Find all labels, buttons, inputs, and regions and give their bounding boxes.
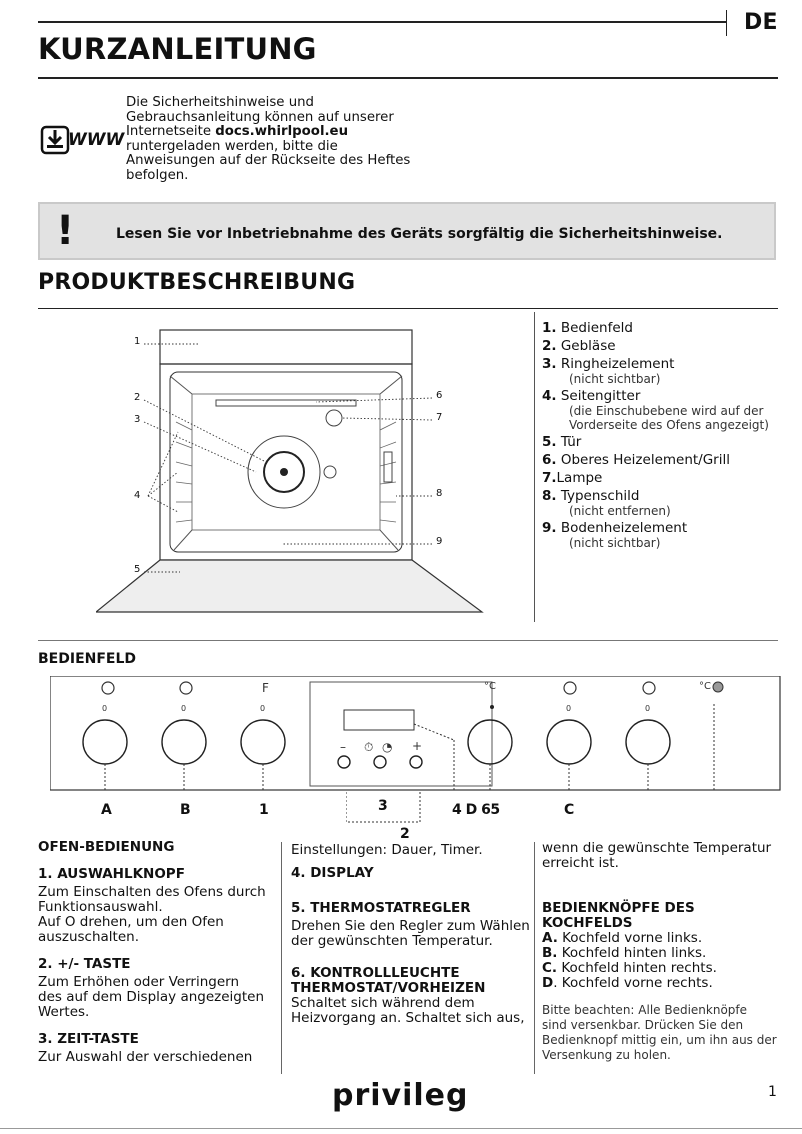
- callout-4: 4: [134, 490, 141, 501]
- brand-logo: privileg: [332, 1078, 469, 1113]
- zero-mark: 0: [566, 704, 572, 713]
- product-rule: [38, 308, 778, 309]
- docs-link[interactable]: docs.whirlpool.eu: [215, 124, 349, 140]
- control-panel-diagram: F °C °C – ⏱ ◔ + 0 0 0 0 0: [49, 675, 781, 802]
- language-badge: DE: [744, 10, 778, 35]
- bottom-rule: [0, 1128, 802, 1129]
- warning-text: Lesen Sie vor Inbetriebnahme des Geräts …: [116, 226, 723, 242]
- callout-1: 1: [134, 336, 141, 347]
- top-rule: [38, 21, 726, 23]
- legend-item: 9. Bodenheizelement(nicht sichtbar): [542, 520, 688, 550]
- temperature-symbol: °C: [484, 681, 496, 692]
- legend-item: 2. Gebläse: [542, 338, 616, 354]
- function-symbol: F: [262, 681, 269, 695]
- timer-icon: ◔: [382, 740, 393, 754]
- www-label: WWW: [68, 130, 125, 150]
- legend-item: 4. Seitengitter(die Einschubebene wird a…: [542, 388, 769, 432]
- intro-text: Die Sicherheitshinweise und Gebrauchsanl…: [126, 95, 411, 183]
- zero-mark: 0: [181, 704, 187, 713]
- component-legend: 1. Bedienfeld 2. Gebläse 3. Ringheizelem…: [542, 320, 792, 552]
- callout-9: 9: [436, 536, 443, 547]
- temperature-lamp-symbol: °C: [699, 681, 711, 692]
- page-number: 1: [768, 1084, 777, 1100]
- retractable-knobs-note: Bitte beachten: Alle Bedienknöpfe sind v…: [542, 1003, 777, 1062]
- zero-mark: 0: [260, 704, 266, 713]
- callout-7: 7: [436, 412, 443, 423]
- column-divider: [534, 842, 535, 1074]
- callout-6: 6: [436, 390, 443, 401]
- section-title-product: PRODUKTBESCHREIBUNG: [38, 270, 356, 295]
- legend-item: 5. Tür: [542, 434, 582, 450]
- callout-2: 2: [134, 392, 141, 403]
- legend-item: 7.Lampe: [542, 470, 603, 486]
- legend-item: 1. Bedienfeld: [542, 320, 633, 336]
- column-display-thermostat: Einstellungen: Dauer, Timer. 4. DISPLAY …: [291, 842, 530, 1026]
- legend-item: 6. Oberes Heizelement/Grill: [542, 452, 730, 468]
- callout-8: 8: [436, 488, 443, 499]
- zero-mark: 0: [645, 704, 651, 713]
- minus-icon: –: [340, 740, 346, 754]
- callout-5: 5: [134, 564, 141, 575]
- page-title: KURZANLEITUNG: [38, 32, 317, 66]
- label-3: 3: [378, 798, 388, 814]
- product-divider: [534, 312, 535, 622]
- column-divider: [281, 842, 282, 1074]
- label-1: 1: [259, 802, 269, 818]
- badge-divider: [726, 10, 727, 36]
- label-b: B: [180, 802, 191, 818]
- safety-warning-box: ! Lesen Sie vor Inbetriebnahme des Gerät…: [38, 202, 776, 260]
- column-oven-controls: OFEN-BEDIENUNG 1. AUSWAHLKNOPF Zum Einsc…: [38, 839, 266, 1065]
- clock-icon: ⏱: [364, 740, 374, 754]
- legend-item: 3. Ringheizelement(nicht sichtbar): [542, 356, 675, 386]
- column-hob-controls: wenn die gewünschte Temperatur erreicht …: [542, 841, 787, 1063]
- oven-diagram: 1 2 3 4 5 6 7 8 9: [94, 322, 496, 622]
- plus-icon: +: [412, 739, 423, 753]
- callout-3: 3: [134, 414, 141, 425]
- label-2: 2: [400, 826, 410, 842]
- panel-rule: [38, 640, 778, 641]
- title-rule: [38, 77, 778, 79]
- label-c: C: [564, 802, 575, 818]
- label-a: A: [101, 802, 112, 818]
- zero-mark: 0: [102, 704, 108, 713]
- label-4-d-65: 4 D 65: [452, 802, 500, 818]
- download-www-icon: WWW: [40, 124, 124, 158]
- exclamation-icon: !: [56, 208, 75, 254]
- section-title-panel: BEDIENFELD: [38, 651, 137, 667]
- legend-item: 8. Typenschild(nicht entfernen): [542, 488, 671, 518]
